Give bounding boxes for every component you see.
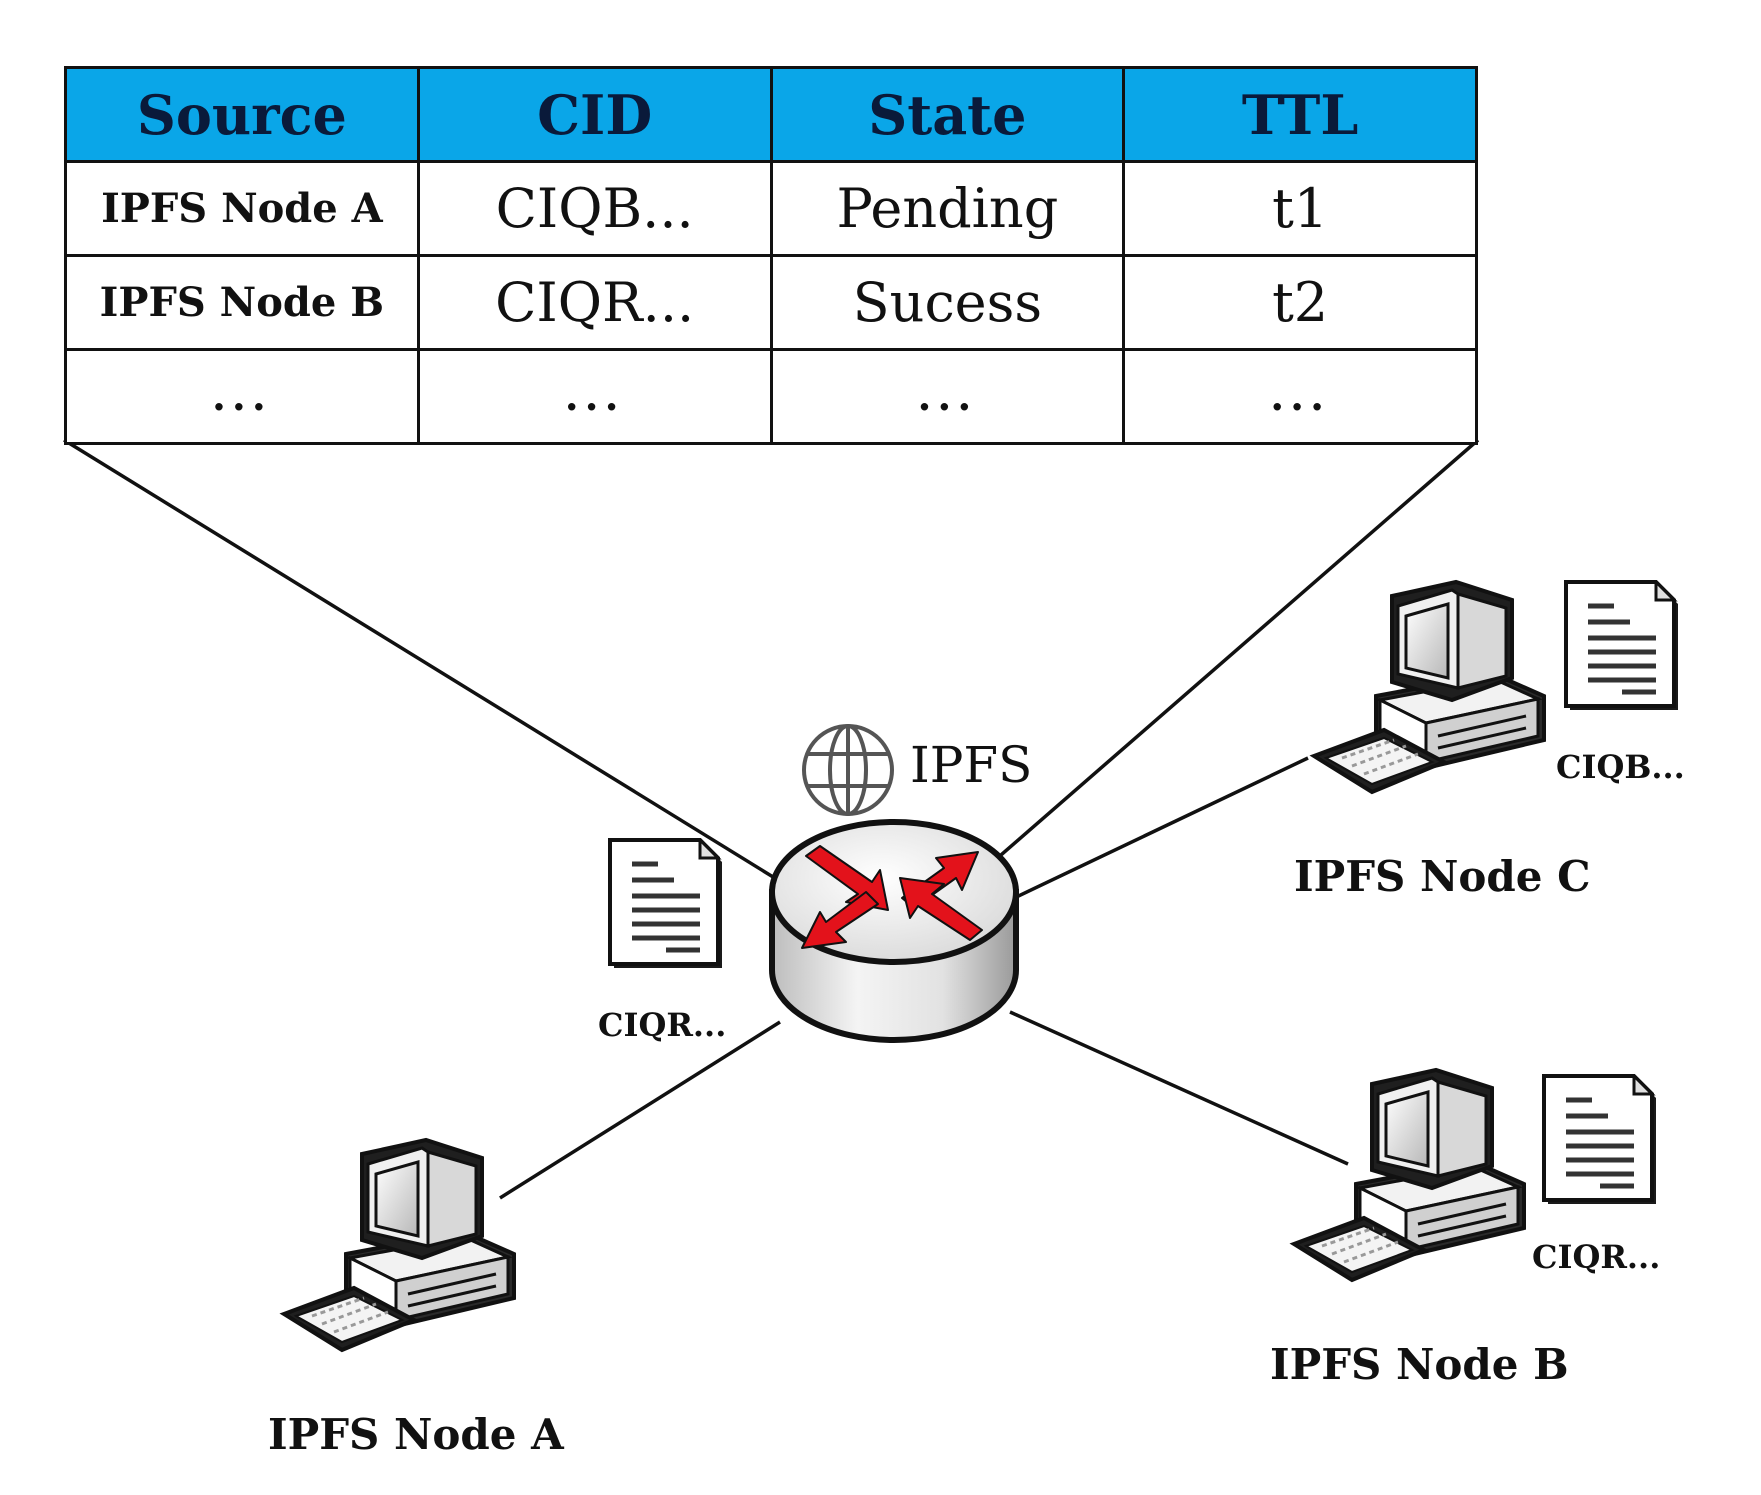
cell-source: ... — [64, 348, 420, 445]
computer-icon-node-c — [1312, 580, 1546, 794]
table-row: IPFS Node A CIQB... Pending t1 — [64, 160, 1478, 257]
document-icon-hub — [610, 840, 722, 968]
link-node-c — [1009, 756, 1309, 902]
computer-icon-node-a — [282, 1138, 516, 1352]
table-header-row: Source CID State TTL — [64, 66, 1478, 163]
node-c-file-cid: CIQB... — [1556, 748, 1685, 786]
callout-line-left — [63, 438, 779, 882]
hub-label: IPFS — [910, 736, 1033, 794]
header-state: State — [769, 66, 1126, 163]
header-cid: CID — [416, 66, 773, 163]
cell-cid: ... — [416, 348, 773, 445]
computer-icon-node-b — [1292, 1068, 1526, 1282]
node-b-label: IPFS Node B — [1270, 1340, 1569, 1389]
cell-ttl: t1 — [1122, 160, 1478, 257]
cell-state: Pending — [769, 160, 1126, 257]
link-node-b — [1009, 1010, 1349, 1166]
cell-state: ... — [769, 348, 1126, 445]
globe-icon — [802, 724, 894, 816]
cid-state-table: Source CID State TTL IPFS Node A CIQB...… — [64, 66, 1478, 445]
cell-source: IPFS Node A — [64, 160, 420, 257]
cell-state: Sucess — [769, 254, 1126, 351]
node-a-label: IPFS Node A — [268, 1410, 564, 1459]
router-icon — [769, 819, 1019, 1043]
callout-line-right — [984, 438, 1480, 870]
cell-source: IPFS Node B — [64, 254, 420, 351]
table-row: ... ... ... ... — [64, 348, 1478, 445]
link-node-a — [499, 1020, 781, 1200]
hub-file-cid: CIQR... — [598, 1006, 727, 1044]
node-c-label: IPFS Node C — [1294, 852, 1591, 901]
node-b-file-cid: CIQR... — [1532, 1238, 1661, 1276]
header-source: Source — [64, 66, 420, 163]
table-row: IPFS Node B CIQR... Sucess t2 — [64, 254, 1478, 351]
cell-cid: CIQB... — [416, 160, 773, 257]
cell-ttl: t2 — [1122, 254, 1478, 351]
header-ttl: TTL — [1122, 66, 1478, 163]
document-icon-node-b — [1544, 1076, 1656, 1204]
cell-cid: CIQR... — [416, 254, 773, 351]
cell-ttl: ... — [1122, 348, 1478, 445]
document-icon-node-c — [1566, 582, 1678, 710]
